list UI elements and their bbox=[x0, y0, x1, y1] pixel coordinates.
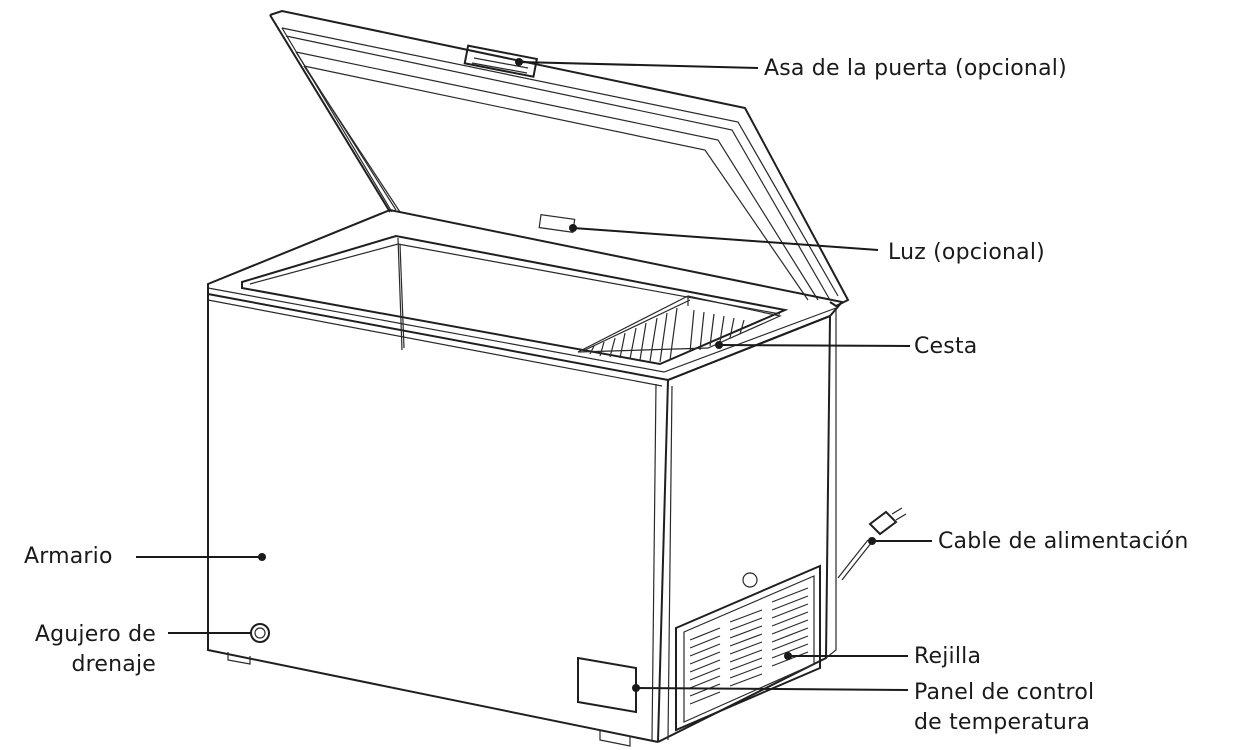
label-drain-hole-line1: Agujero de bbox=[34, 622, 156, 647]
cabinet-body bbox=[207, 294, 837, 747]
freezer-top-rim bbox=[207, 208, 844, 382]
interior-light bbox=[538, 214, 576, 233]
label-temperature-panel: Panel de control de temperatura bbox=[914, 678, 1094, 738]
basket bbox=[577, 295, 782, 363]
grille bbox=[675, 564, 821, 732]
power-cable bbox=[837, 507, 907, 581]
label-basket: Cesta bbox=[914, 334, 978, 359]
label-temperature-panel-line2: de temperatura bbox=[914, 710, 1091, 735]
label-drain-hole: Agujero de drenaje bbox=[6, 620, 156, 680]
leader-lines bbox=[136, 58, 932, 692]
label-power-cable: Cable de alimentación bbox=[938, 529, 1189, 554]
temperature-control-panel bbox=[577, 656, 637, 714]
label-door-handle: Asa de la puerta (opcional) bbox=[764, 56, 1067, 81]
label-cabinet: Armario bbox=[24, 544, 113, 569]
freezer-lid bbox=[269, 9, 850, 308]
label-grille: Rejilla bbox=[914, 644, 982, 669]
door-handle bbox=[463, 44, 539, 78]
label-drain-hole-line2: drenaje bbox=[71, 652, 156, 677]
label-temperature-panel-line1: Panel de control bbox=[914, 680, 1095, 705]
label-light: Luz (opcional) bbox=[888, 240, 1045, 265]
